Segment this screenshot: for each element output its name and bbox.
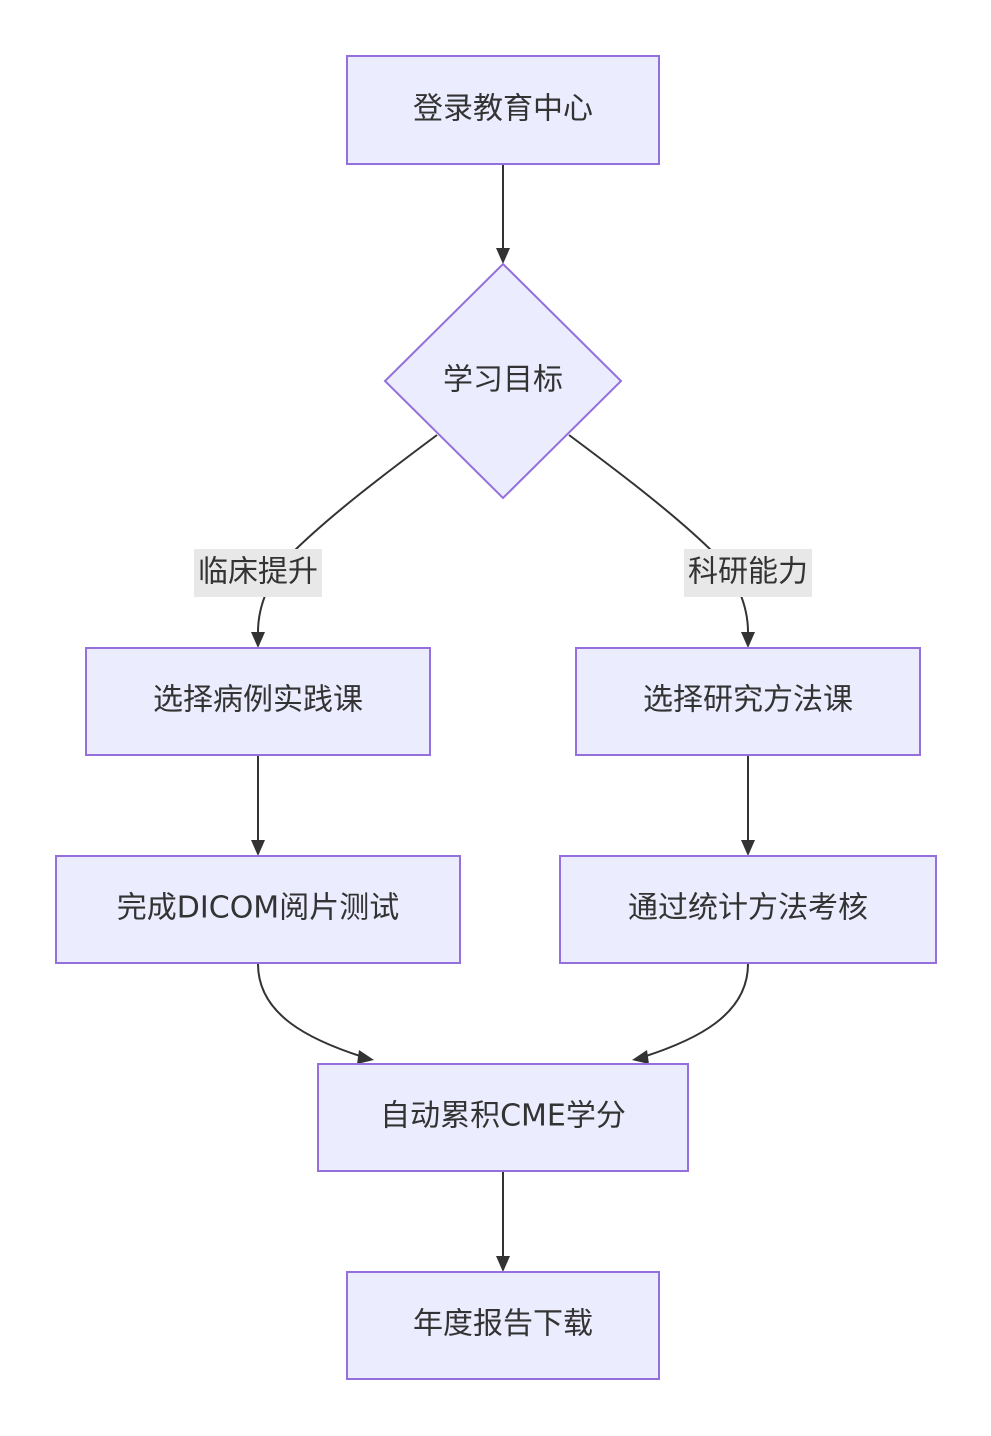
edge-goal-to-clinical <box>257 434 438 633</box>
arrowhead-research-course <box>741 632 755 648</box>
node-clinical-course-box <box>85 647 431 756</box>
arrowhead-clinical-course <box>251 632 265 648</box>
arrowhead-stats-exam <box>741 840 755 856</box>
node-stats-exam[interactable]: 通过统计方法考核 <box>559 855 937 964</box>
edge-stats-to-cme <box>642 963 749 1058</box>
node-goal-decision[interactable]: 学习目标 <box>383 262 623 500</box>
edge-labels: 临床提升 科研能力 <box>194 549 812 597</box>
edge-dicom-to-cme <box>257 963 364 1058</box>
arrowhead-dicom-test <box>251 840 265 856</box>
node-dicom-test-box <box>55 855 461 964</box>
node-login[interactable]: 登录教育中心 <box>346 55 660 165</box>
node-cme-credits-box <box>317 1063 689 1172</box>
arrowhead-goal <box>496 248 510 264</box>
arrowhead-annual-report <box>496 1256 510 1272</box>
node-login-box <box>346 55 660 165</box>
node-stats-exam-box <box>559 855 937 964</box>
node-research-course-box <box>575 647 921 756</box>
node-research-course-label: 选择研究方法课 <box>643 683 853 718</box>
node-dicom-test-label: 完成DICOM阅片测试 <box>117 891 399 926</box>
arrowhead-cme-right <box>632 1050 649 1064</box>
node-cme-credits[interactable]: 自动累积CME学分 <box>317 1063 689 1172</box>
node-dicom-test[interactable]: 完成DICOM阅片测试 <box>55 855 461 964</box>
node-annual-report-label: 年度报告下载 <box>413 1307 593 1342</box>
arrowhead-cme-left <box>357 1050 374 1064</box>
edge-label-research: 科研能力 <box>688 555 808 590</box>
nodes: 登录教育中心 学习目标 选择病例实践课 选择研究方法课 完成DICOM阅片测试 … <box>55 55 937 1380</box>
node-research-course[interactable]: 选择研究方法课 <box>575 647 921 756</box>
node-cme-credits-label: 自动累积CME学分 <box>380 1099 626 1134</box>
node-login-label: 登录教育中心 <box>413 92 593 127</box>
node-annual-report[interactable]: 年度报告下载 <box>346 1271 660 1380</box>
node-stats-exam-label: 通过统计方法考核 <box>628 891 868 926</box>
node-goal-diamond <box>383 262 623 500</box>
node-annual-report-box <box>346 1271 660 1380</box>
node-clinical-course-label: 选择病例实践课 <box>153 683 363 718</box>
edge-label-bg-research <box>684 549 812 597</box>
node-clinical-course[interactable]: 选择病例实践课 <box>85 647 431 756</box>
edge-goal-to-research <box>568 434 749 633</box>
edge-label-bg-clinical <box>194 549 322 597</box>
node-goal-label: 学习目标 <box>443 363 563 398</box>
edge-label-clinical: 临床提升 <box>198 555 318 590</box>
edges <box>251 165 755 1272</box>
